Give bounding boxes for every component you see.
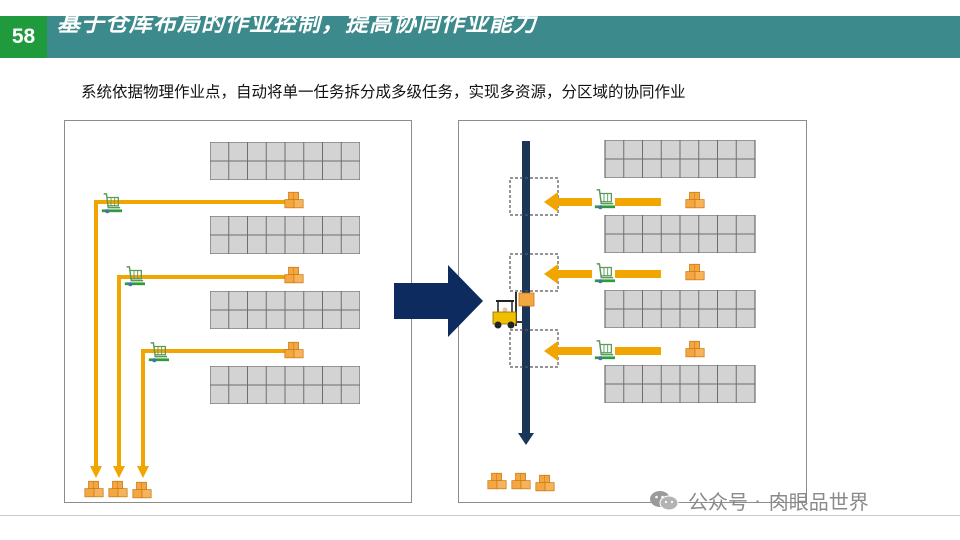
forklift-icon [492, 292, 535, 329]
transfer-arrow [544, 264, 661, 284]
box-stack-icon [511, 472, 531, 490]
box-stack-icon [284, 341, 304, 359]
rack-right-4 [604, 365, 756, 403]
rack-right-3 [604, 290, 756, 328]
watermark-name: 肉眼品世界 [768, 490, 869, 514]
hand-truck-icon [594, 340, 615, 361]
box-stack-icon [685, 340, 705, 358]
watermark-prefix: 公众号 · [688, 490, 761, 514]
conveyor-line [518, 141, 534, 445]
box-stack-icon [487, 472, 507, 490]
rack-left-2 [210, 216, 360, 254]
box-stack-icon [84, 480, 104, 498]
transfer-arrow [544, 341, 661, 361]
box-stack-icon [108, 480, 128, 498]
flow-path-3 [137, 349, 293, 478]
flow-path-2 [113, 275, 293, 478]
watermark: 公众号 · 肉眼品世界 [648, 486, 869, 515]
hand-truck-icon [594, 189, 615, 210]
slide-title: 基于仓库布局的作业控制，提高协同作业能力 [57, 16, 537, 37]
rack-left-4 [210, 366, 360, 404]
slide-number: 58 [0, 16, 47, 58]
transfer-arrow [544, 192, 661, 212]
box-stack-icon [284, 191, 304, 209]
box-stack-icon [284, 266, 304, 284]
box-stack-icon [685, 263, 705, 281]
rack-left-1 [210, 142, 360, 180]
box-stack-icon [132, 481, 152, 499]
footer-divider [0, 515, 960, 516]
transition-arrow-icon [394, 265, 483, 337]
rack-left-3 [210, 291, 360, 329]
flow-path-1 [90, 200, 293, 478]
hand-truck-icon [594, 263, 615, 284]
box-stack-icon [535, 474, 555, 492]
rack-right-1 [604, 140, 756, 178]
title-bar: 基于仓库布局的作业控制，提高协同作业能力 [47, 16, 960, 58]
rack-right-2 [604, 215, 756, 253]
box-stack-icon [685, 191, 705, 209]
wechat-icon [650, 490, 679, 510]
subtitle: 系统依据物理作业点，自动将单一任务拆分成多级任务，实现多资源，分区域的协同作业 [81, 83, 686, 101]
